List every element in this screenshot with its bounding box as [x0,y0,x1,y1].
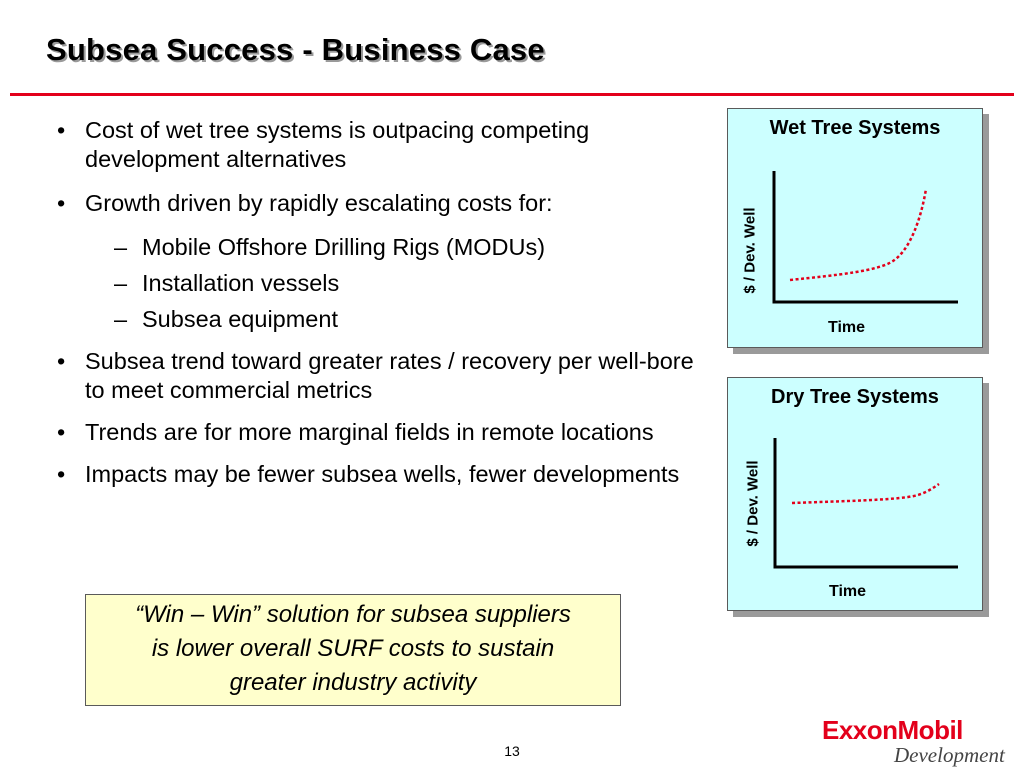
callout-line: “Win – Win” solution for subsea supplier… [135,601,571,628]
bullet-item: • Cost of wet tree systems is outpacing … [54,116,709,174]
dry-tree-panel-title: Dry Tree Systems [771,386,939,408]
win-win-callout: “Win – Win” solution for subsea supplier… [85,594,621,706]
bullet-item: • Impacts may be fewer subsea wells, few… [54,460,709,489]
dry-tree-panel: Dry Tree Systems $ / Dev. Well Time [727,377,983,611]
wet-ylabel: $ / Dev. Well [741,207,759,294]
dry-ylabel: $ / Dev. Well [744,460,762,547]
bullet-item: • Growth driven by rapidly escalating co… [54,189,709,218]
y-axis-line [773,438,958,569]
y-axis-line [772,171,958,304]
dash-marker: – [114,234,128,260]
bullet-text: Subsea trend toward greater rates / reco… [85,348,694,403]
logo-division: Development [894,743,1005,767]
dash-marker: – [114,306,128,332]
dash-marker: – [114,270,128,296]
bullet-text: Impacts may be fewer subsea wells, fewer… [85,461,680,487]
page-number: 13 [504,743,520,759]
wet-tree-panel: Wet Tree Systems $ / Dev. Well Time [727,108,983,348]
bullet-list: • Cost of wet tree systems is outpacing … [54,116,709,489]
callout-line: is lower overall SURF costs to sustain [151,635,555,662]
slide-title: Subsea Success - Business Case [46,32,545,67]
dry-tree-sketch [773,438,958,569]
wet-tree-panel-title: Wet Tree Systems [769,117,941,139]
logo-wordmark: ExxonMobil [822,715,963,745]
title-divider [10,93,1014,96]
bullet-marker: • [57,117,66,143]
dry-xlabel: Time [829,583,867,600]
bullet-item: • Subsea trend toward greater rates / re… [54,347,709,405]
dry-cost-trend-curve [791,482,940,505]
bullet-marker: • [57,419,66,445]
sub-bullet-text: Subsea equipment [142,306,338,332]
bullet-item: • Trends are for more marginal fields in… [54,418,709,447]
bullet-marker: • [57,190,66,216]
bullet-text: Trends are for more marginal fields in r… [85,419,654,445]
sub-bullet-text: Mobile Offshore Drilling Rigs (MODUs) [142,234,546,260]
callout-line: greater industry activity [229,669,477,696]
sub-bullet-item: – Mobile Offshore Drilling Rigs (MODUs) [54,233,709,262]
bullet-text: Cost of wet tree systems is outpacing co… [85,117,590,172]
sub-bullet-text: Installation vessels [142,270,340,296]
sub-bullet-item: – Subsea equipment [54,305,709,334]
sub-bullet-item: – Installation vessels [54,269,709,298]
bullet-text: Growth driven by rapidly escalating cost… [85,190,553,216]
bullet-marker: • [57,348,66,374]
wet-tree-sketch [772,171,958,304]
wet-xlabel: Time [828,319,866,336]
wet-cost-trend-curve [789,188,928,282]
bullet-marker: • [57,461,66,487]
exxonmobil-logo: ExxonMobil Development [822,715,1012,767]
